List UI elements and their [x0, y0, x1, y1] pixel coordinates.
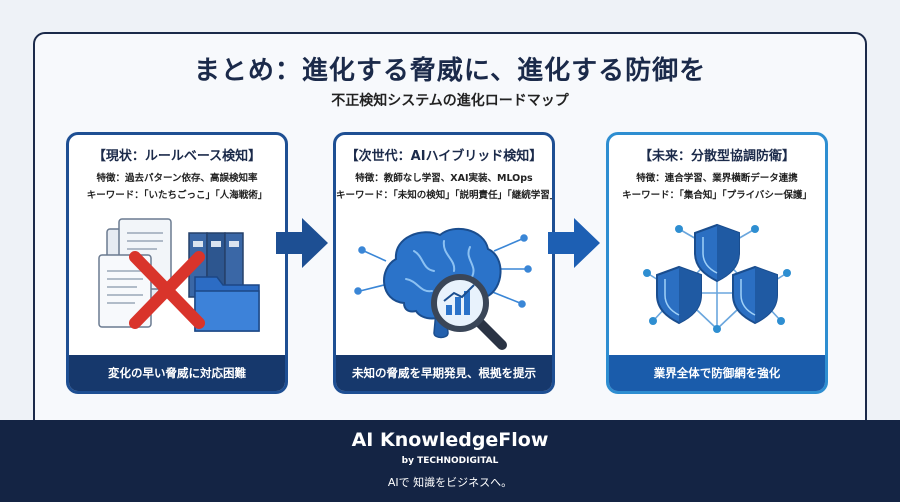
arrow-right-icon	[548, 218, 600, 268]
stage-card-next-gen: 【次世代：AIハイブリッド検知】 特徴：教師なし学習、XAI実装、MLOps キ…	[333, 132, 555, 394]
page-title: まとめ：進化する脅威に、進化する防御を	[193, 56, 707, 86]
page-subtitle: 不正検知システムの進化ロードマップ	[331, 93, 569, 109]
card-features: 特徴：教師なし学習、XAI実装、MLOps	[355, 173, 533, 184]
stage-card-future: 【未来：分散型協調防衛】 特徴：連合学習、業界横断データ連携 キーワード：「集合…	[606, 132, 828, 394]
stage-card-current: 【現状：ルールベース検知】 特徴：過去パターン依存、高誤検知率 キーワード：「い…	[66, 132, 288, 394]
brand-name: AI KnowledgeFlow	[351, 429, 549, 451]
card-keywords: キーワード：「集合知」「プライバシー保護」	[622, 190, 812, 201]
card-header: 【未来：分散型協調防衛】 特徴：連合学習、業界横断データ連携 キーワード：「集合…	[609, 145, 825, 201]
brand-tagline: AIで 知識をビジネスへ。	[387, 476, 513, 489]
card-keywords: キーワード：「いたちごっこ」「人海戦術」	[86, 190, 268, 201]
card-title: 【未来：分散型協調防衛】	[638, 149, 795, 164]
card-header: 【次世代：AIハイブリッド検知】 特徴：教師なし学習、XAI実装、MLOps キ…	[336, 145, 552, 201]
card-header: 【現状：ルールベース検知】 特徴：過去パターン依存、高誤検知率 キーワード：「い…	[69, 145, 285, 201]
ai-brain-magnifier-icon	[336, 211, 552, 361]
card-footer: 未知の脅威を早期発見、根拠を提示	[336, 355, 552, 391]
card-title: 【次世代：AIハイブリッド検知】	[345, 149, 543, 164]
card-title: 【現状：ルールベース検知】	[92, 149, 262, 164]
brand-footer: AI KnowledgeFlow by TECHNODIGITAL AIで 知識…	[0, 420, 900, 502]
brand-byline: by TECHNODIGITAL	[401, 456, 499, 466]
card-footer: 業界全体で防御網を強化	[609, 355, 825, 391]
card-footer: 変化の早い脅威に対応困難	[69, 355, 285, 391]
shield-network-icon	[609, 211, 825, 361]
arrow-right-icon	[276, 218, 328, 268]
card-features: 特徴：過去パターン依存、高誤検知率	[96, 173, 258, 184]
card-features: 特徴：連合学習、業界横断データ連携	[636, 173, 798, 184]
documents-cross-icon	[69, 211, 285, 361]
card-keywords: キーワード：「未知の検知」「説明責任」「継続学習」	[336, 190, 555, 201]
